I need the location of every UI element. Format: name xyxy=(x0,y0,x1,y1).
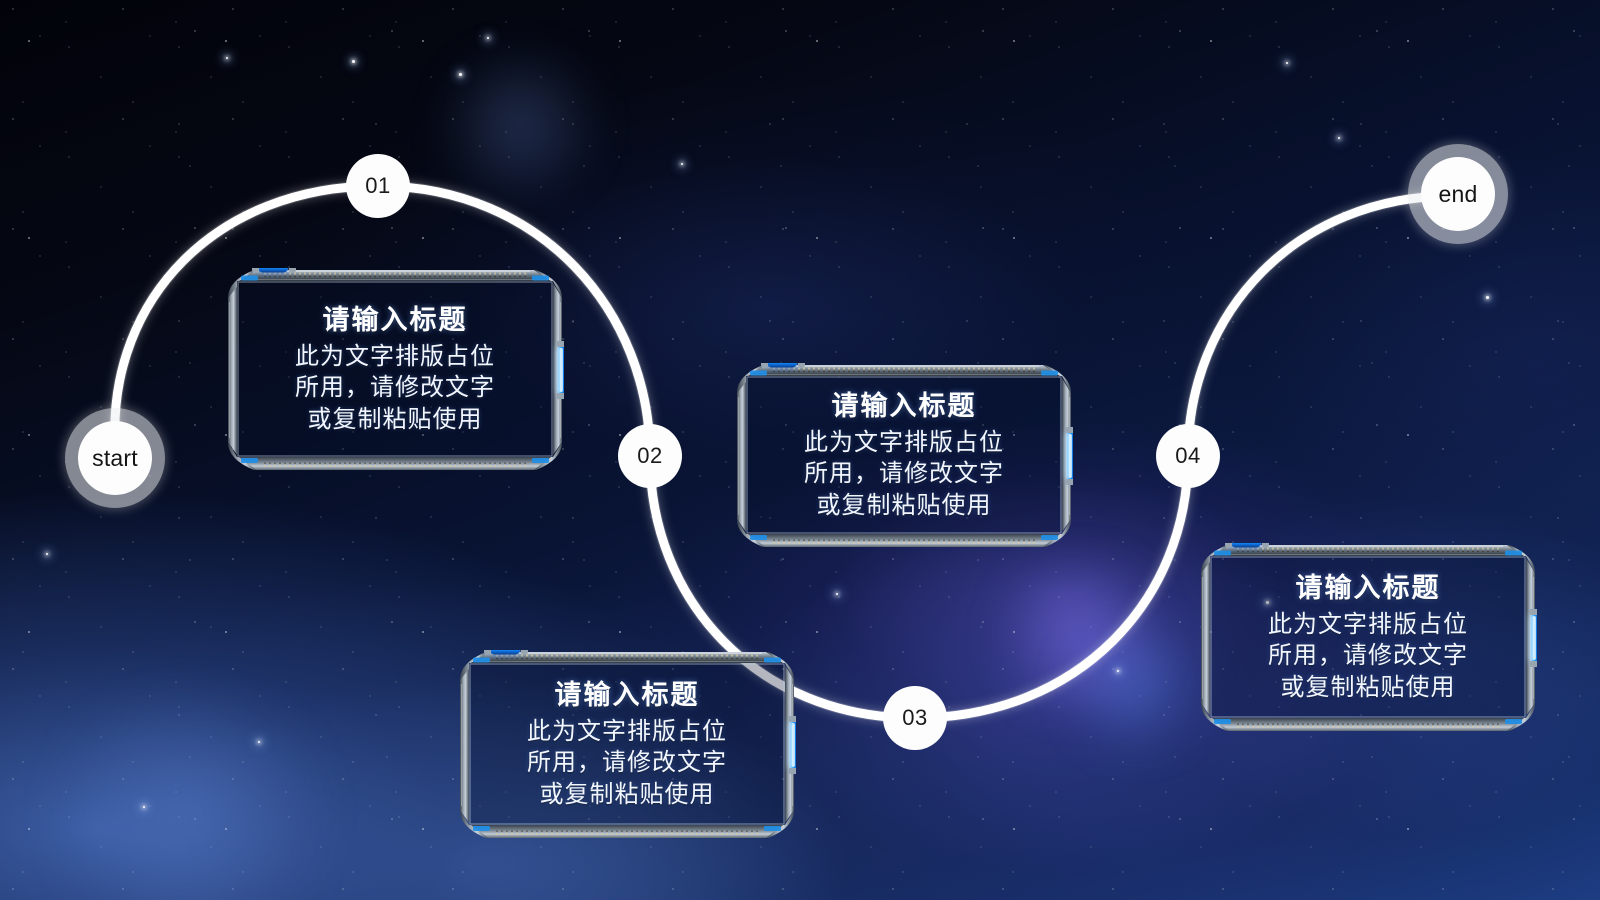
step-card-02-body: 请输入标题 此为文字排版占位 所用，请修改文字 或复制粘贴使用 xyxy=(735,363,1073,549)
bright-star xyxy=(352,60,355,63)
desc-line: 此为文字排版占位 xyxy=(1268,610,1468,639)
step-card-02[interactable]: 请输入标题 此为文字排版占位 所用，请修改文字 或复制粘贴使用 xyxy=(735,363,1073,549)
bright-star xyxy=(459,73,462,76)
flow-node-end-label: end xyxy=(1421,157,1495,231)
step-card-03[interactable]: 请输入标题 此为文字排版占位 所用，请修改文字 或复制粘贴使用 xyxy=(458,650,796,840)
flow-node-02[interactable]: 02 xyxy=(618,424,682,488)
nebula-glow-blue xyxy=(1060,620,1210,750)
step-card-01-body: 请输入标题 此为文字排版占位 所用，请修改文字 或复制粘贴使用 xyxy=(226,268,564,472)
bright-star xyxy=(1486,296,1489,299)
sci-fi-frame xyxy=(228,268,564,470)
desc-line: 所用，请修改文字 xyxy=(527,748,727,777)
nebula-glow-lower-left xyxy=(30,700,350,900)
step-card-03-title: 请输入标题 xyxy=(554,680,700,712)
flow-node-start[interactable]: start xyxy=(65,408,165,508)
step-card-03-body: 请输入标题 此为文字排版占位 所用，请修改文字 或复制粘贴使用 xyxy=(458,650,796,840)
step-card-04-title: 请输入标题 xyxy=(1295,573,1441,605)
step-card-04-body: 请输入标题 此为文字排版占位 所用，请修改文字 或复制粘贴使用 xyxy=(1199,543,1537,733)
flow-node-04[interactable]: 04 xyxy=(1156,424,1220,488)
step-card-01-desc: 此为文字排版占位 所用，请修改文字 或复制粘贴使用 xyxy=(295,341,495,435)
desc-line: 此为文字排版占位 xyxy=(295,342,495,371)
bright-star xyxy=(226,57,228,59)
flow-node-start-label: start xyxy=(78,421,152,495)
bright-star xyxy=(487,37,489,39)
bright-star xyxy=(681,163,683,165)
flow-node-03[interactable]: 03 xyxy=(883,686,947,750)
nebula-glow-violet xyxy=(990,560,1170,710)
desc-line: 或复制粘贴使用 xyxy=(1280,672,1456,701)
desc-line: 所用，请修改文字 xyxy=(804,459,1004,488)
step-card-04[interactable]: 请输入标题 此为文字排版占位 所用，请修改文字 或复制粘贴使用 xyxy=(1199,543,1537,733)
desc-line: 或复制粘贴使用 xyxy=(816,490,992,519)
desc-line: 或复制粘贴使用 xyxy=(307,404,483,433)
flow-node-01[interactable]: 01 xyxy=(346,154,410,218)
bright-star xyxy=(1266,601,1269,604)
bright-star xyxy=(1338,137,1340,139)
step-card-03-desc: 此为文字排版占位 所用，请修改文字 或复制粘贴使用 xyxy=(527,716,727,810)
desc-line: 或复制粘贴使用 xyxy=(539,779,715,808)
desc-line: 此为文字排版占位 xyxy=(527,717,727,746)
bright-star xyxy=(46,553,48,555)
sci-fi-frame xyxy=(737,363,1073,547)
step-card-02-desc: 此为文字排版占位 所用，请修改文字 或复制粘贴使用 xyxy=(804,427,1004,521)
flow-node-end[interactable]: end xyxy=(1408,144,1508,244)
step-card-02-title: 请输入标题 xyxy=(831,391,977,423)
bright-star xyxy=(836,593,838,595)
desc-line: 所用，请修改文字 xyxy=(1268,641,1468,670)
bright-star xyxy=(143,806,145,808)
bright-star xyxy=(1117,670,1119,672)
bright-star xyxy=(258,741,260,743)
desc-line: 此为文字排版占位 xyxy=(804,428,1004,457)
path-segment-02-to-03-core xyxy=(645,451,920,723)
desc-line: 所用，请修改文字 xyxy=(295,373,495,402)
bright-star xyxy=(1286,62,1288,64)
step-card-01[interactable]: 请输入标题 此为文字排版占位 所用，请修改文字 或复制粘贴使用 xyxy=(226,268,564,472)
step-card-04-desc: 此为文字排版占位 所用，请修改文字 或复制粘贴使用 xyxy=(1268,609,1468,703)
step-card-01-title: 请输入标题 xyxy=(322,305,468,337)
sci-fi-frame xyxy=(460,650,796,838)
sci-fi-frame xyxy=(1201,543,1537,731)
